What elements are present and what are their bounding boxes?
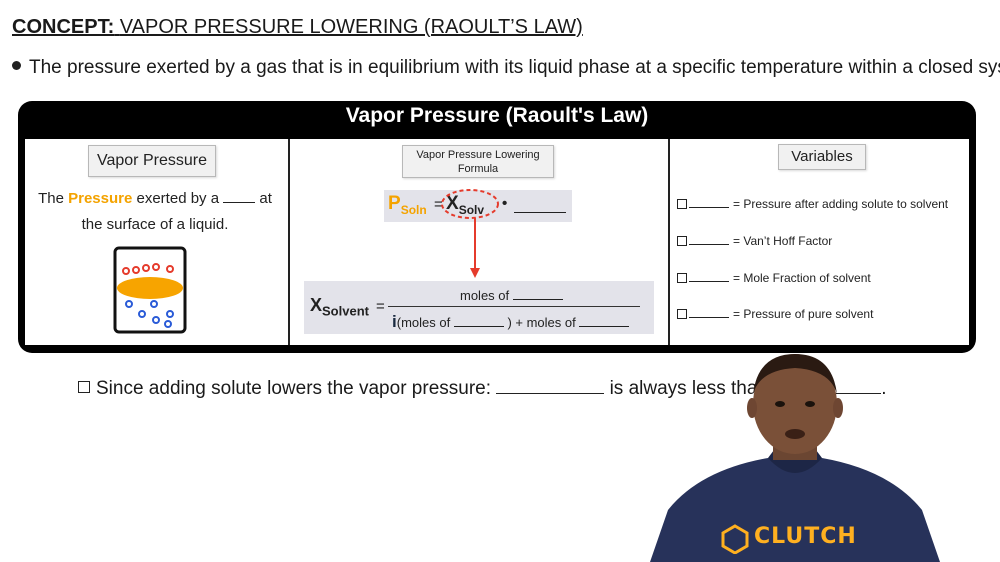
sentence-text: Since adding solute lowers the vapor pre… [96,378,492,399]
variable-text: = Mole Fraction of solvent [733,271,871,285]
fraction-bar [388,306,640,307]
vapor-pressure-label: Vapor Pressure [88,145,216,177]
fill-blank [496,381,605,394]
checkbox-icon[interactable] [677,198,687,209]
variable-item: = Mole Fraction of solvent [677,271,871,285]
highlight-arrow [441,189,499,278]
p-subscript: Soln [400,202,427,217]
formula-label: Vapor Pressure Lowering Formula [402,145,554,178]
fill-blank [689,198,729,208]
column-divider [668,139,670,345]
checkbox-icon[interactable] [677,235,687,246]
presenter-head [753,354,837,454]
variable-item: = Pressure of pure solvent [677,307,873,321]
denominator-text: (moles of [396,315,451,330]
intro-text: The pressure exerted by a gas that is in… [29,57,1000,78]
equals-sign: = [434,196,443,213]
variable-text: = Pressure after adding solute to solven… [733,197,949,211]
arrow-down-icon [470,268,480,278]
fill-blank [579,316,630,327]
def-text: at [259,190,272,207]
checkbox-icon[interactable] [78,380,90,393]
formula-bottom-box [304,281,654,334]
clutch-logo-text: CLUTCH [754,524,857,549]
fill-blank [223,192,256,203]
fill-blank [453,316,504,327]
clutch-hexagon-icon [721,524,749,554]
x-solv-symbol: XSolv [446,193,484,217]
fraction-numerator: moles of [460,288,563,303]
denominator-text: ) + moles of [507,315,576,330]
bullet-dot-icon [12,61,21,71]
sentence-end: . [881,378,887,399]
sentence-text: is always less than [609,378,768,399]
equals-sign: = [376,298,385,315]
xs-subscript: Solvent [322,303,369,319]
def-text: exerted by a [136,190,220,207]
formula-top-box [384,190,572,222]
fill-blank [689,235,729,245]
def-word: The [38,190,64,207]
variable-text: = Pressure of pure solvent [733,307,874,321]
variable-text: = Van’t Hoff Factor [733,234,833,248]
variables-label: Variables [778,144,866,170]
concept-label: CONCEPT: [12,16,115,38]
fill-blank [689,272,729,282]
multiply-dot: • [502,195,508,212]
beaker-icon [113,246,187,334]
variable-item: = Pressure after adding solute to solven… [677,197,948,211]
beaker-illustration [113,246,187,334]
concept-title: VAPOR PRESSURE LOWERING (RAOULT’S LAW) [119,16,583,38]
variable-item: = Van’t Hoff Factor [677,234,832,248]
concept-header: CONCEPT: VAPOR PRESSURE LOWERING (RAOULT… [12,16,583,39]
x-subscript: Solv [458,202,485,217]
xs-letter: X [310,295,323,315]
formula-blank [514,212,566,213]
checkbox-icon[interactable] [677,308,687,319]
column-divider [288,139,290,345]
def-keyword: Pressure [68,190,133,207]
panel-title: Vapor Pressure (Raoult's Law) [345,104,649,127]
fill-blank [512,289,563,300]
vapor-pressure-definition: The Pressure exerted by a at the surface… [30,186,280,238]
fill-blank [689,308,729,318]
numerator-text: moles of [460,288,510,303]
fraction-denominator: i(moles of ) + moles of [392,312,630,332]
x-letter: X [446,193,459,214]
checkbox-icon[interactable] [677,272,687,283]
vant-hoff-i: i [392,312,397,331]
def-text: the surface of a liquid. [81,216,229,233]
conclusion-sentence: Since adding solute lowers the vapor pre… [78,378,887,400]
x-solvent-symbol: XSolvent [310,295,369,319]
p-soln-symbol: PSoln [388,193,427,217]
intro-bullet: The pressure exerted by a gas that is in… [12,57,1000,79]
p-letter: P [388,193,401,214]
dashed-highlight-icon [441,189,499,219]
